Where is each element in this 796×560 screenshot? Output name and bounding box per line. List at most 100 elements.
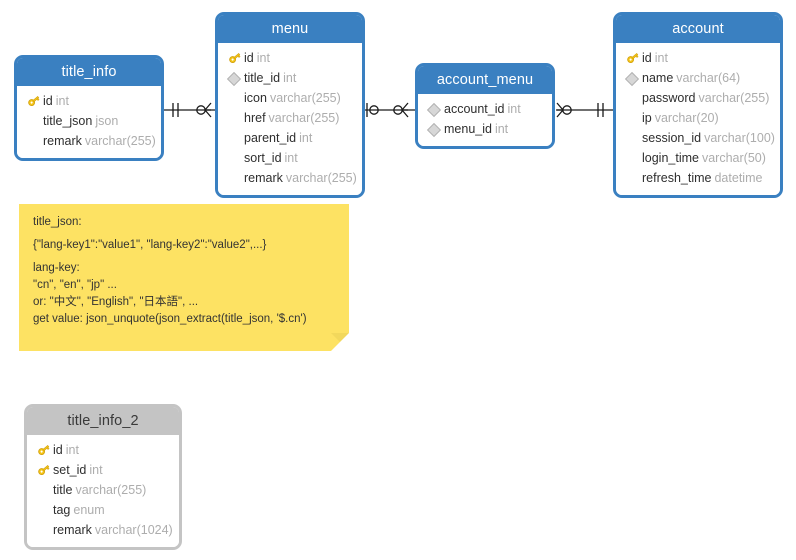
field-marker-none (624, 90, 642, 106)
relationship-account_menu-account[interactable] (556, 96, 616, 124)
field-type: varchar(1024) (94, 523, 173, 537)
field-name: title (53, 483, 73, 497)
field-type: int (89, 463, 103, 477)
field-name: id (244, 51, 254, 65)
key-icon (35, 442, 53, 458)
field-marker-none (624, 130, 642, 146)
diamond-icon (226, 70, 244, 87)
entity-account-title: account (616, 15, 780, 43)
entity-title_info_2-title: title_info_2 (27, 407, 179, 435)
field-name: set_id (53, 463, 87, 477)
field-name: tag (53, 503, 71, 517)
field-marker-none (25, 133, 43, 149)
field-name: href (244, 111, 266, 125)
field-type: int (55, 94, 69, 108)
note-line: {"lang-key1":"value1", "lang-key2":"valu… (33, 239, 267, 252)
field-name: account_id (444, 102, 505, 116)
entity-menu-title: menu (218, 15, 362, 43)
field-type: int (283, 71, 297, 85)
field-type: varchar(20) (654, 111, 719, 125)
field-type: int (654, 51, 668, 65)
field-name: icon (244, 91, 267, 105)
field-name: sort_id (244, 151, 282, 165)
note-fold-corner-icon (331, 333, 349, 351)
field-type: datetime (714, 171, 763, 185)
field-type: int (494, 122, 509, 136)
field-name: remark (244, 171, 283, 185)
sticky-note-content: title_json: {"lang-key1":"value1", "lang… (19, 204, 349, 335)
field-type: int (507, 102, 521, 116)
field-name: id (43, 94, 53, 108)
field-marker-none (624, 170, 642, 186)
note-line: "cn", "en", "jp" ... (33, 279, 117, 292)
field-marker-none (226, 130, 244, 146)
field-type: varchar(50) (701, 151, 766, 165)
relationship-title_info-menu[interactable] (164, 96, 218, 124)
field-marker-none (624, 150, 642, 166)
field-marker-none (35, 502, 53, 518)
field-marker-none (226, 150, 244, 166)
field-type: varchar(255) (268, 111, 340, 125)
note-line: or: "中文", "English", "日本語", ... (33, 296, 199, 309)
field-name: remark (43, 134, 82, 148)
entity-title_info-title: title_info (17, 58, 161, 86)
field-type: varchar(100) (704, 131, 775, 145)
field-marker-none (226, 90, 244, 106)
field-marker-none (624, 110, 642, 126)
field-name: menu_id (444, 122, 492, 136)
field-type: varchar(255) (698, 91, 770, 105)
key-icon (226, 50, 244, 66)
note-line: lang-key: (33, 262, 80, 275)
field-name: id (642, 51, 652, 65)
field-type: varchar(255) (84, 134, 156, 148)
field-name: name (642, 71, 674, 85)
sticky-note-title-json[interactable]: title_json: {"lang-key1":"value1", "lang… (19, 204, 349, 351)
field-name: ip (642, 111, 652, 125)
field-type: int (256, 51, 270, 65)
relationship-menu-account_menu[interactable] (364, 96, 416, 124)
field-marker-none (226, 110, 244, 126)
key-icon (35, 462, 53, 478)
field-name: login_time (642, 151, 699, 165)
field-name: title_id (244, 71, 281, 85)
field-marker-none (25, 113, 43, 129)
field-marker-none (226, 170, 244, 186)
field-name: session_id (642, 131, 702, 145)
diamond-icon (426, 101, 444, 118)
key-icon (25, 93, 43, 109)
note-line: title_json: (33, 216, 82, 228)
